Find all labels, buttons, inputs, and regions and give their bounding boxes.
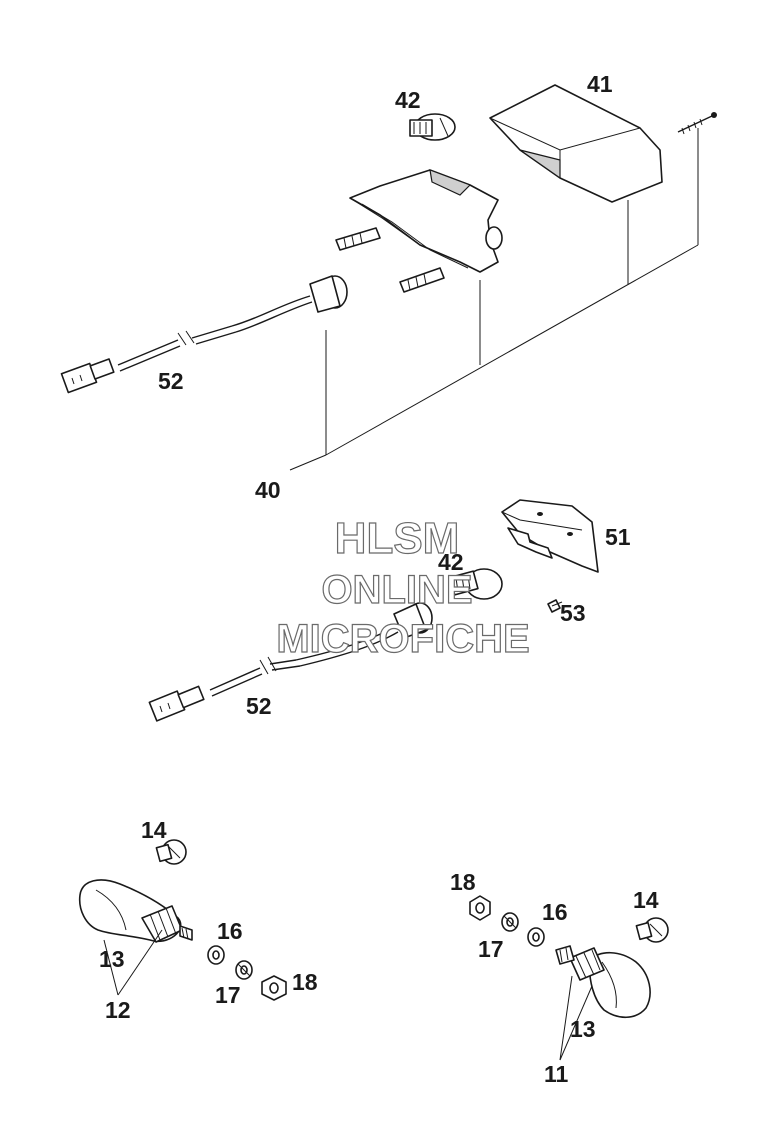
callout-18: 18 (450, 869, 476, 895)
callout-18: 18 (292, 969, 318, 995)
turn-signal-left (78, 839, 287, 1001)
callout-14: 14 (141, 817, 167, 843)
callout-17: 17 (215, 982, 241, 1008)
washer (527, 927, 545, 947)
bulb (409, 113, 456, 141)
callout-51: 51 (605, 524, 631, 550)
callout-12: 12 (105, 997, 131, 1023)
callout-52: 52 (246, 693, 272, 719)
screw (677, 112, 717, 135)
leader-line-11 (559, 975, 573, 1061)
mounting-stud (335, 227, 381, 251)
callout-41: 41 (587, 71, 613, 97)
lock-washer (501, 912, 519, 932)
leader-line-11 (559, 985, 593, 1061)
tail-light-housing (349, 169, 503, 273)
callout-53: 53 (560, 600, 586, 626)
turn-signal-lens (555, 945, 651, 1019)
mounting-stud (399, 267, 445, 293)
turn-signal-bulb (635, 917, 669, 943)
callout-13: 13 (570, 1016, 596, 1042)
hex-nut (469, 895, 491, 921)
watermark: HLSM ONLINE MICROFICHE (276, 513, 531, 661)
callout-11: 11 (544, 1061, 569, 1087)
license-plate-light-assembly (148, 499, 599, 722)
bulb-socket-harness (60, 275, 348, 394)
washer (207, 945, 225, 965)
assembly-base-line (325, 244, 699, 456)
leader-line-12 (117, 929, 163, 996)
bulb-socket-harness (148, 602, 433, 722)
callout-16: 16 (217, 918, 243, 944)
watermark-line-2: ONLINE (321, 568, 472, 612)
light-cover (501, 499, 599, 573)
callout-42: 42 (395, 87, 421, 113)
callout-16: 16 (542, 899, 568, 925)
callout-17: 17 (478, 936, 504, 962)
bulb (449, 568, 503, 600)
callout-40: 40 (255, 477, 281, 503)
turn-signal-bulb (155, 839, 187, 865)
callout-42: 42 (438, 549, 464, 575)
hex-nut (261, 975, 287, 1001)
leader-line-40 (289, 454, 327, 471)
tail-light-lens (489, 84, 663, 203)
callout-14: 14 (633, 887, 659, 913)
turn-signal-lens (78, 879, 193, 943)
callout-13: 13 (99, 946, 125, 972)
screw (547, 599, 563, 613)
leader-line-12 (103, 939, 119, 996)
turn-signal-right (469, 895, 669, 1061)
callout-52: 52 (158, 368, 184, 394)
lock-washer (235, 960, 253, 980)
watermark-line-3: MICROFICHE (276, 617, 529, 661)
watermark-line-1: HLSM (335, 514, 460, 563)
callout-labels: 41 42 52 40 51 42 53 52 14 16 13 17 12 1… (99, 71, 659, 1087)
tail-light-assembly (60, 84, 717, 471)
